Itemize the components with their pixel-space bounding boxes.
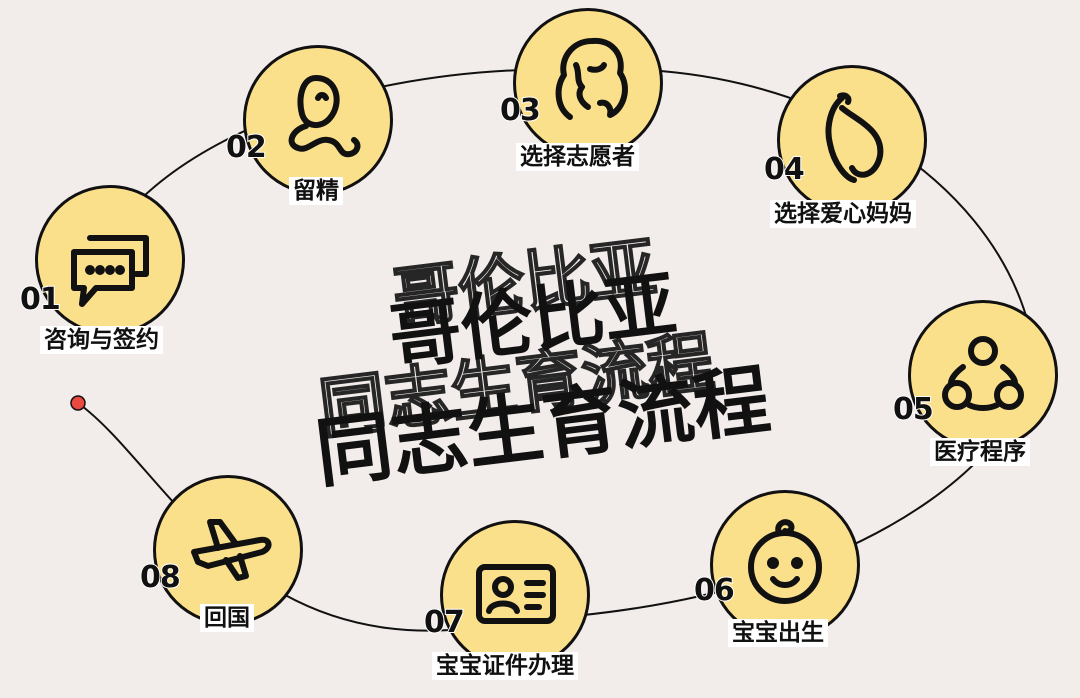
step-02-number: 02 <box>225 129 268 166</box>
network-nodes-icon <box>942 336 1024 411</box>
step-08-label: 回国 <box>200 604 254 632</box>
step-08-circle <box>153 475 303 625</box>
chat-bubbles-icon <box>71 235 149 307</box>
step-01-number: 01 <box>19 281 62 318</box>
step-06-label: 宝宝出生 <box>728 619 828 647</box>
step-06-number: 06 <box>693 572 736 609</box>
step-06-circle <box>710 490 860 640</box>
step-05-label: 医疗程序 <box>930 438 1030 466</box>
step-01-circle <box>35 185 185 335</box>
baby-face-icon <box>748 519 822 604</box>
step-05-number: 05 <box>892 391 935 428</box>
step-03-number: 03 <box>499 92 542 129</box>
step-02-circle <box>243 45 393 195</box>
step-04-circle <box>777 65 927 215</box>
airplane-icon <box>191 519 272 581</box>
step-03-circle <box>513 8 663 158</box>
step-01-label: 咨询与签约 <box>40 326 163 354</box>
step-07-number: 07 <box>423 604 466 641</box>
sperm-icon <box>288 74 361 158</box>
step-07-label: 宝宝证件办理 <box>432 652 578 680</box>
woman-face-icon <box>555 37 628 120</box>
step-04-label: 选择爱心妈妈 <box>770 200 916 228</box>
step-05-circle <box>908 300 1058 450</box>
step-03-label: 选择志愿者 <box>516 143 639 171</box>
step-07-circle <box>440 520 590 670</box>
step-02-label: 留精 <box>289 177 343 205</box>
id-card-icon <box>476 564 556 624</box>
start-dot <box>70 395 86 411</box>
step-04-number: 04 <box>763 151 806 188</box>
pregnant-woman-icon <box>825 92 884 183</box>
step-08-number: 08 <box>139 559 182 596</box>
